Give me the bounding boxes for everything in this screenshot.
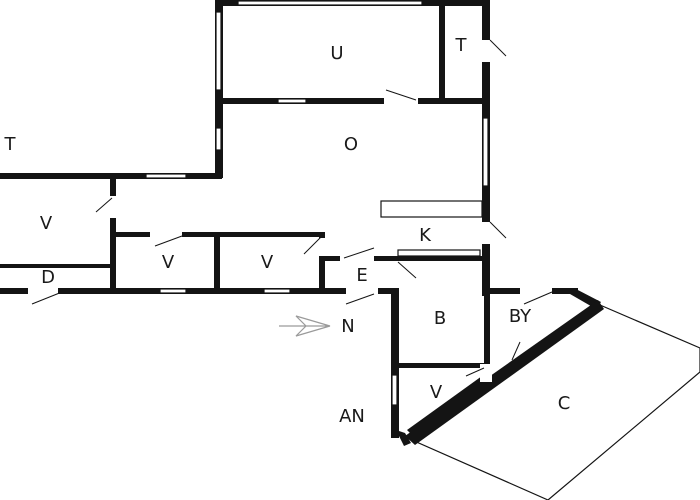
label-an: AN (339, 406, 365, 427)
kitchen-counter-lower (397, 249, 481, 257)
room-label-by: BY (509, 306, 532, 327)
kitchen-counter (380, 200, 483, 218)
room-label-u: U (330, 43, 343, 64)
room-label-v-left: V (40, 213, 53, 234)
room-label-v-mid2: V (261, 252, 274, 273)
walls (0, 0, 604, 446)
room-label-v-mid1: V (162, 252, 175, 273)
room-label-c: C (558, 393, 571, 414)
room-labels: U T T O V D V V K E B BY V C AN N (4, 35, 571, 427)
room-label-e: E (356, 265, 367, 286)
room-label-b: B (434, 308, 446, 329)
compass-label: N (341, 316, 354, 337)
room-label-d: D (41, 267, 55, 288)
room-label-t-top: T (455, 35, 468, 56)
room-label-k: K (419, 225, 432, 246)
north-arrow-icon (279, 315, 331, 337)
room-label-v-lower: V (430, 382, 443, 403)
doors (28, 39, 553, 382)
room-label-o: O (344, 134, 358, 155)
room-label-t-left: T (4, 134, 17, 155)
windows (145, 0, 489, 406)
